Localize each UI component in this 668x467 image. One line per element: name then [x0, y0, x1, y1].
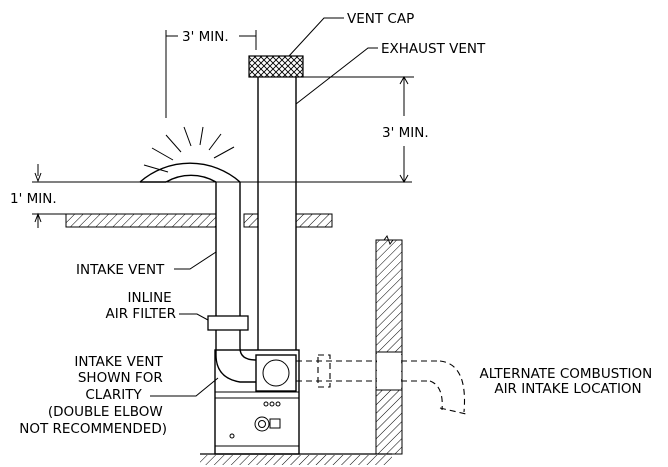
intake-clarity-callout: INTAKE VENT SHOWN FOR CLARITY (DOUBLE EL… [19, 354, 219, 437]
vent-cap-callout: VENT CAP [288, 11, 414, 57]
inline-air-filter [207, 315, 249, 331]
intake-hood [139, 126, 241, 183]
dim-1ft-label: 1' MIN. [10, 191, 57, 207]
intake-vent-pipe [215, 182, 257, 383]
side-wall [375, 234, 403, 455]
intake-vent-label: INTAKE VENT [76, 262, 165, 278]
dim-3ft-vertical: 3' MIN. [302, 75, 429, 184]
dim-3ft-vertical-label: 3' MIN. [382, 125, 429, 141]
intake-vent-callout: INTAKE VENT [76, 251, 217, 278]
inline-air-filter-callout: INLINE AIR FILTER [106, 290, 209, 322]
roof-slab [65, 213, 333, 228]
ground-line [200, 453, 392, 465]
exhaust-vent-pipe [257, 77, 297, 350]
vent-cap-label: VENT CAP [347, 11, 414, 27]
alternate-intake-pipe [296, 354, 467, 415]
vent-cap [248, 55, 304, 78]
inline-air-filter-label: INLINE AIR FILTER [106, 290, 176, 322]
dim-3ft-horizontal-label: 3' MIN. [182, 29, 229, 45]
exhaust-vent-callout: EXHAUST VENT [295, 41, 486, 105]
dim-1ft: 1' MIN. [10, 164, 66, 228]
exhaust-vent-label: EXHAUST VENT [381, 41, 486, 57]
alternate-intake-label: ALTERNATE COMBUSTION AIR INTAKE LOCATION [479, 366, 656, 397]
furnace [214, 349, 300, 455]
dim-3ft-horizontal: 3' MIN. [165, 29, 257, 118]
intake-clarity-label: INTAKE VENT SHOWN FOR CLARITY (DOUBLE EL… [19, 354, 167, 437]
